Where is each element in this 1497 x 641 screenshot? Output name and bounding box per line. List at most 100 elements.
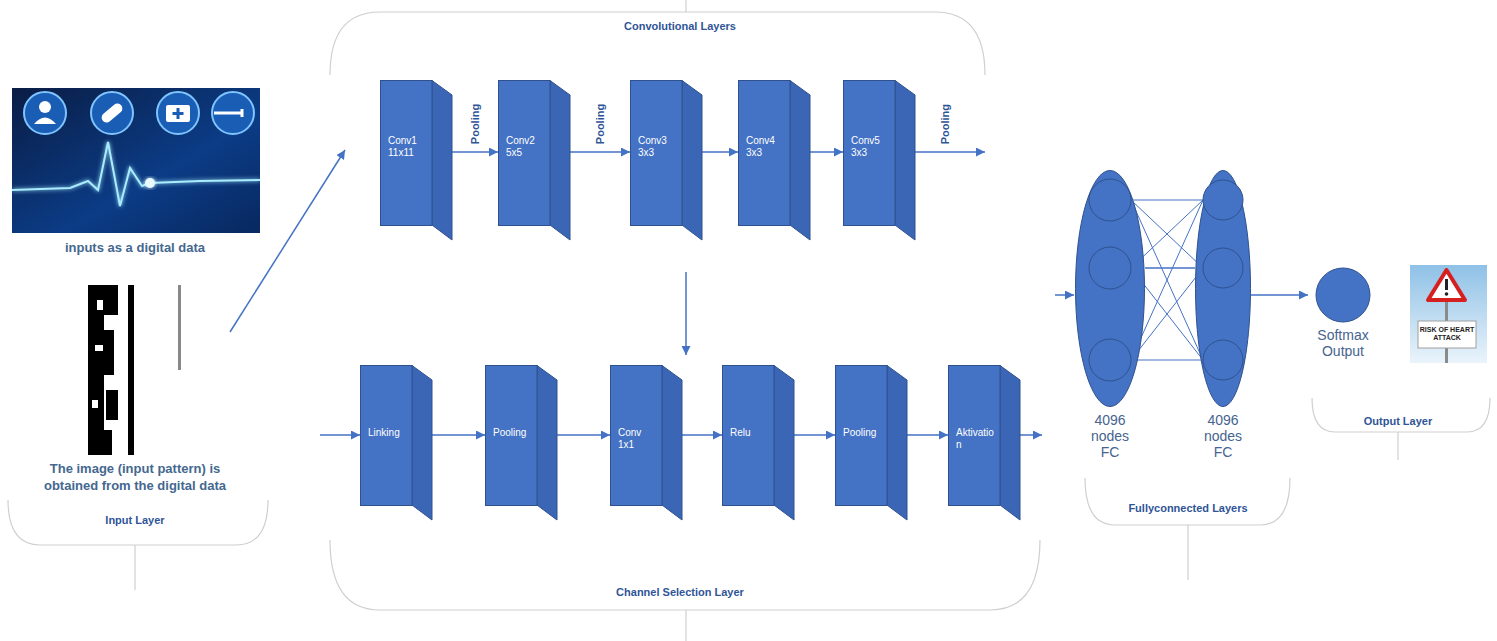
layer-box: Conv5 3x3 [843, 80, 915, 240]
exclamation-mark [1445, 279, 1448, 290]
panel-brackets [8, 0, 1490, 641]
box-front [739, 81, 791, 226]
box-front [723, 366, 775, 506]
softmax-circle-shape [1308, 267, 1380, 323]
medkit-icon [166, 105, 190, 122]
pill-icon [100, 101, 125, 124]
pattern-gap [95, 345, 103, 351]
layer-box-shape [835, 365, 909, 522]
layer-box-shape [738, 80, 812, 242]
risk-sign-picture [1410, 265, 1487, 363]
icon-ring [91, 92, 133, 134]
box-front [631, 81, 683, 226]
output-bracket [1312, 398, 1490, 460]
layer-box: Conv2 5x5 [498, 80, 570, 240]
node-label: Conv5 3x3 [851, 135, 889, 159]
layer-box: Linking [360, 365, 432, 520]
node-label: Linking [368, 427, 406, 439]
icon-ring [157, 92, 199, 134]
softmax-circle: Softmax Output [1308, 267, 1378, 359]
layer-box: Conv1 11x11 [380, 80, 452, 240]
caption-text: Output Layer [1323, 414, 1473, 428]
node-label: Conv2 5x5 [506, 135, 544, 159]
layer-box: Conv4 3x3 [738, 80, 810, 240]
fc-line [1131, 200, 1203, 201]
caption-text: The image (input pattern) is obtained fr… [26, 461, 244, 495]
doctor-icon [39, 101, 51, 113]
pattern-bar [178, 285, 181, 370]
layer-box-shape [630, 80, 704, 242]
picture-ground [12, 88, 260, 233]
layer-box-shape [843, 80, 917, 242]
input-arrow [230, 150, 345, 332]
flow-arrow [432, 434, 485, 436]
exclamation-dot [1445, 292, 1449, 296]
flow-arrow [702, 151, 738, 153]
box-front [844, 81, 896, 226]
doctor-icon [34, 118, 56, 125]
pattern-gap [92, 400, 98, 408]
layer-box-shape [722, 365, 796, 522]
box-front [611, 366, 663, 506]
node-label: Pooling [843, 427, 881, 439]
flow-arrow [452, 151, 498, 153]
flow-arrow [557, 434, 610, 436]
node-label: Pooling [493, 427, 531, 439]
fc-ellipse [1196, 171, 1251, 407]
node-label: Conv 1x1 [618, 427, 656, 451]
box-side [774, 366, 794, 521]
box-front [949, 366, 1001, 506]
icon-ring [212, 92, 254, 134]
caption-text: Channel Selection Layer [530, 585, 830, 599]
pattern-bar [104, 285, 118, 315]
box-front [381, 81, 433, 226]
neuron-circle [1203, 248, 1243, 288]
warning-triangle [1428, 270, 1465, 300]
caption-text: Convolutional Layers [530, 19, 830, 33]
box-side [790, 81, 810, 241]
layer-box-shape [498, 80, 572, 242]
neuron-circle [1089, 247, 1131, 289]
node-label: Conv3 3x3 [638, 135, 676, 159]
fc-line [1131, 360, 1203, 361]
layer-box: Conv3 3x3 [630, 80, 702, 240]
node-label: 4096 nodes FC [1085, 412, 1135, 460]
caption-text: Fullyconnected Layers [1103, 501, 1273, 515]
node-label: Relu [730, 427, 768, 439]
node-label: Conv4 3x3 [746, 135, 784, 159]
box-front [836, 366, 888, 506]
box-side [432, 81, 452, 241]
pattern-bar [104, 330, 114, 375]
neuron-circle [1203, 340, 1243, 380]
box-side [895, 81, 915, 241]
edge-label: Pooling [469, 102, 481, 146]
neuron-circle [1203, 180, 1243, 220]
node-label: Conv1 11x11 [388, 135, 426, 159]
pattern-bar [104, 430, 112, 455]
flow-arrow [1251, 294, 1308, 296]
layer-box: Relu [722, 365, 794, 520]
box-side [887, 366, 907, 521]
conv-bracket [330, 0, 985, 75]
box-front [486, 366, 538, 506]
neuron-circle [1089, 179, 1131, 221]
icon-ring [24, 92, 66, 134]
layer-box-shape [485, 365, 559, 522]
flow-arrow [810, 151, 843, 153]
flow-arrow [570, 151, 630, 153]
flow-arrow [794, 434, 835, 436]
input-pattern [88, 285, 181, 455]
fc-bracket [1085, 478, 1290, 580]
layer-box: Pooling [485, 365, 557, 520]
input-arrow [1055, 294, 1074, 296]
fc-layer-ellipse-shape [1075, 170, 1147, 408]
fc-ellipse [1076, 171, 1145, 407]
flow-arrow [682, 434, 722, 436]
sign-pole [1445, 348, 1448, 363]
node-label: 4096 nodes FC [1198, 412, 1248, 460]
box-side [550, 81, 570, 241]
glow-dot [145, 178, 155, 188]
node-label: Softmax Output [1308, 327, 1378, 359]
input-arrow [320, 434, 360, 436]
fc-layer-ellipse: 4096 nodes FC [1075, 170, 1145, 460]
